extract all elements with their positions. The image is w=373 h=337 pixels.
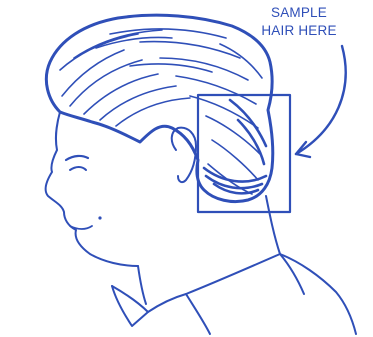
callout-label-line-1: SAMPLE (239, 4, 359, 22)
curved-arrow-icon (296, 46, 346, 154)
eye (70, 167, 86, 170)
neck-front (138, 266, 146, 304)
shirt-shoulder (186, 294, 210, 334)
callout-label-line-2: HAIR HERE (239, 22, 359, 40)
shirt-back (280, 254, 356, 334)
eyebrow (66, 156, 88, 160)
hair-strands (60, 29, 262, 194)
neck-back (266, 196, 280, 254)
mole (98, 216, 101, 219)
